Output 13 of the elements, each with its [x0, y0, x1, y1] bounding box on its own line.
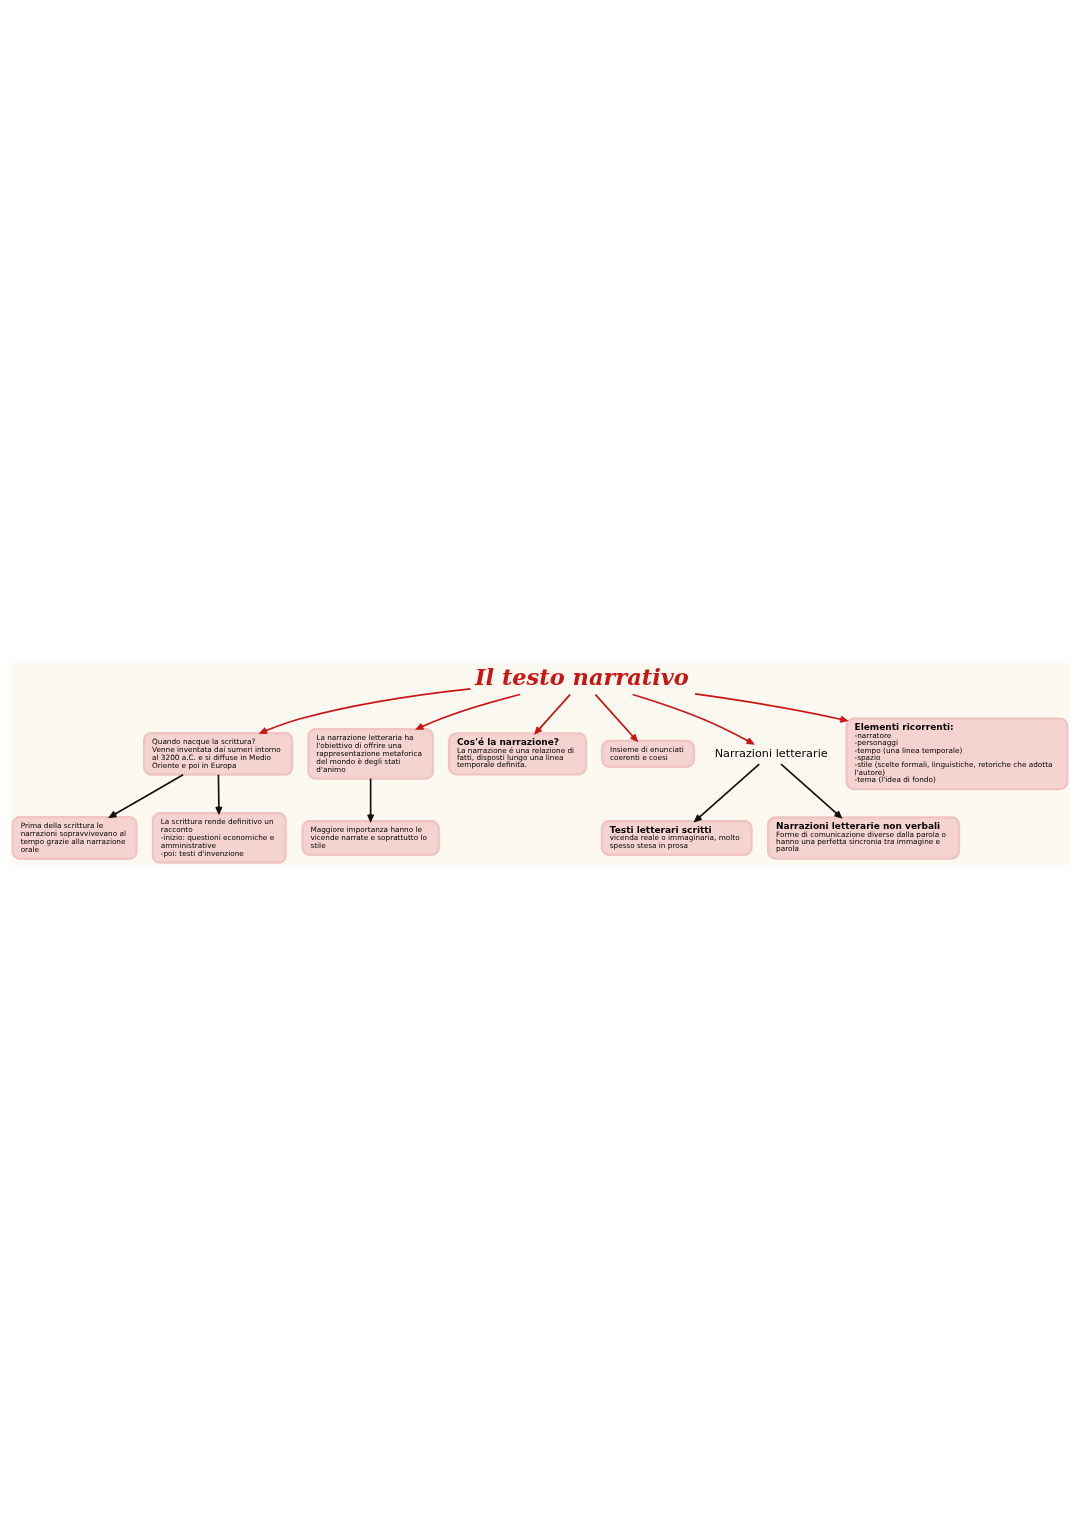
arrow: [631, 693, 754, 745]
arrow: [259, 687, 472, 734]
arrow: [215, 773, 223, 815]
node-text: Narrazioni letterarie: [714, 746, 828, 760]
arrow: [780, 763, 842, 819]
arrow: [367, 777, 375, 822]
arrow: [694, 763, 761, 822]
arrow: [594, 693, 638, 742]
arrow: [534, 693, 571, 735]
arrow: [109, 773, 184, 818]
node-text: Il testo narrativo: [475, 663, 689, 690]
arrow: [415, 693, 521, 730]
arrow: [694, 693, 848, 723]
